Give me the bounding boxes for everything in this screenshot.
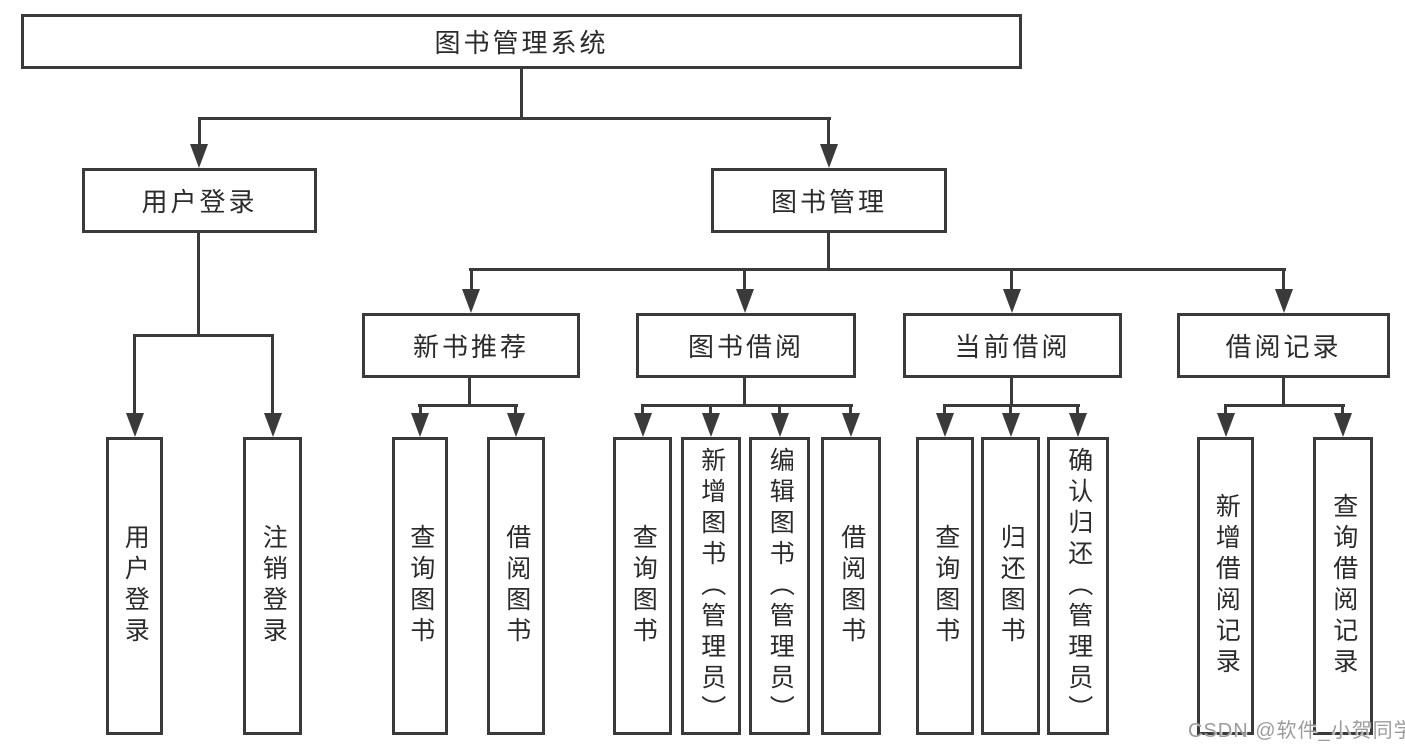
node-label: 新增图书（管理员） <box>697 446 726 726</box>
connector-line <box>827 117 830 149</box>
leaf-user-login: 用户登录 <box>106 437 163 735</box>
node-label: 借阅图书 <box>837 524 866 648</box>
arrow-down-icon <box>1334 413 1352 437</box>
node-label: 查询借阅记录 <box>1329 493 1358 679</box>
node-new-book-recommend: 新书推荐 <box>362 313 580 378</box>
connector-line <box>133 334 136 415</box>
connector-line <box>1282 378 1285 407</box>
arrow-down-icon <box>936 413 954 437</box>
connector-line <box>1009 404 1012 417</box>
node-label: 查询图书 <box>629 524 658 648</box>
connector-line <box>468 378 471 407</box>
node-label: 归还图书 <box>997 524 1026 648</box>
connector-line <box>198 117 831 120</box>
node-label: 查询图书 <box>406 524 435 648</box>
connector-line <box>641 404 853 407</box>
connector-line <box>1076 404 1079 417</box>
node-current-borrow: 当前借阅 <box>903 313 1122 378</box>
leaf-query-books-recommend: 查询图书 <box>392 437 448 735</box>
node-label: 新书推荐 <box>412 332 529 362</box>
arrow-down-icon <box>190 144 208 168</box>
node-user-login: 用户登录 <box>82 168 317 233</box>
leaf-query-borrow-record: 查询借阅记录 <box>1313 437 1373 735</box>
node-book-management: 图书管理 <box>711 168 947 233</box>
connector-line <box>943 404 946 417</box>
arrow-down-icon <box>842 413 860 437</box>
connector-line <box>418 404 518 407</box>
connector-line <box>469 268 1286 271</box>
leaf-borrow-books: 借阅图书 <box>821 437 881 735</box>
leaf-query-books-borrow: 查询图书 <box>613 437 672 735</box>
node-borrow-records: 借阅记录 <box>1177 313 1390 378</box>
arrow-down-icon <box>634 413 652 437</box>
arrow-down-icon <box>264 413 282 437</box>
connector-line <box>827 233 830 271</box>
node-label: 用户登录 <box>141 187 258 217</box>
connector-line <box>1282 268 1285 292</box>
connector-line <box>743 268 746 292</box>
connector-line <box>849 404 852 417</box>
connector-line <box>520 69 523 120</box>
connector-line <box>1224 404 1345 407</box>
arrow-down-icon <box>771 413 789 437</box>
connector-line <box>197 233 200 336</box>
node-label: 借阅图书 <box>502 524 531 648</box>
leaf-confirm-return-admin: 确认归还（管理员） <box>1047 437 1109 735</box>
node-label: 借阅记录 <box>1225 332 1342 362</box>
connector-line <box>778 404 781 417</box>
node-label: 查询图书 <box>931 524 960 648</box>
node-book-borrow: 图书借阅 <box>636 313 856 378</box>
arrow-down-icon <box>1217 413 1235 437</box>
connector-line <box>419 404 422 417</box>
leaf-logout: 注销登录 <box>243 437 302 735</box>
csdn-watermark: CSDN @软件_小贺同学 <box>1188 720 1405 742</box>
connector-line <box>1010 268 1013 292</box>
leaf-add-borrow-record: 新增借阅记录 <box>1197 437 1254 735</box>
arrow-down-icon <box>736 289 754 313</box>
leaf-edit-books-admin: 编辑图书（管理员） <box>749 437 810 735</box>
node-label: 图书管理 <box>770 187 887 217</box>
node-label: 图书管理系统 <box>434 28 609 58</box>
arrow-down-icon <box>1275 289 1293 313</box>
arrow-down-icon <box>702 413 720 437</box>
connector-line <box>470 268 473 292</box>
arrow-down-icon <box>1003 289 1021 313</box>
connector-line <box>198 117 201 149</box>
node-label: 确认归还（管理员） <box>1064 446 1093 726</box>
node-label: 图书借阅 <box>687 332 804 362</box>
arrow-down-icon <box>820 144 838 168</box>
connector-line <box>709 404 712 417</box>
node-label: 注销登录 <box>259 524 288 648</box>
leaf-add-books-admin: 新增图书（管理员） <box>681 437 741 735</box>
arrow-down-icon <box>1069 413 1087 437</box>
leaf-return-books: 归还图书 <box>981 437 1040 735</box>
node-label: 用户登录 <box>121 524 150 648</box>
connector-line <box>271 334 274 415</box>
connector-line <box>514 404 517 417</box>
connector-line <box>1224 404 1227 417</box>
connector-line <box>743 378 746 407</box>
node-label: 编辑图书（管理员） <box>766 446 795 726</box>
leaf-query-books-current: 查询图书 <box>916 437 974 735</box>
node-label: 当前借阅 <box>954 332 1071 362</box>
arrow-down-icon <box>1002 413 1020 437</box>
arrow-down-icon <box>507 413 525 437</box>
connector-line <box>133 334 274 337</box>
arrow-down-icon <box>462 289 480 313</box>
node-book-management-system: 图书管理系统 <box>21 14 1022 69</box>
arrow-down-icon <box>411 413 429 437</box>
connector-line <box>1341 404 1344 417</box>
connector-line <box>1010 378 1013 407</box>
node-label: 新增借阅记录 <box>1212 493 1241 679</box>
leaf-borrow-books-recommend: 借阅图书 <box>487 437 545 735</box>
connector-line <box>641 404 644 417</box>
arrow-down-icon <box>126 413 144 437</box>
